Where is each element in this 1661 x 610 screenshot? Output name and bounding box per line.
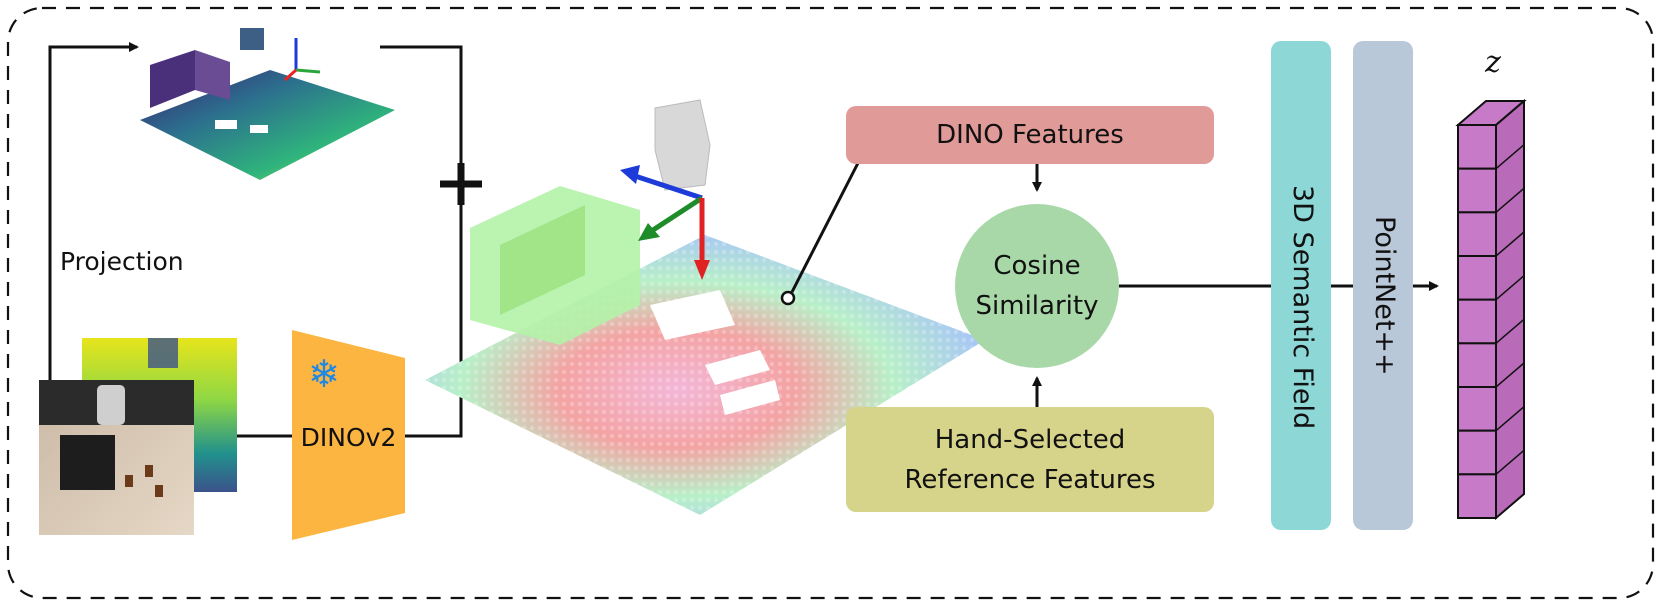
semantic-field-box (1271, 41, 1331, 530)
latent-cell-edge (1495, 231, 1525, 257)
latent-cell (1457, 298, 1497, 345)
latent-cell (1457, 211, 1497, 257)
reference-label-line1: Hand-Selected (934, 424, 1126, 455)
dinov2-label: DINOv2 (300, 422, 397, 452)
rgb-observation-image (39, 380, 194, 535)
pointnet-label: PointNet++ (1369, 216, 1400, 376)
latent-cell-edge (1495, 144, 1525, 170)
cosine-similarity-node: Cosine Similarity (955, 204, 1119, 368)
snowflake-icon: ❄ (308, 352, 340, 396)
reference-label-line2: Reference Features (904, 464, 1156, 495)
encoder-to-plus-line (405, 198, 463, 438)
latent-cell-edge (1495, 406, 1525, 432)
latent-cell (1457, 429, 1497, 476)
latent-cell-edge (1495, 187, 1525, 213)
latent-vector-z (1455, 98, 1527, 521)
latent-cell-edge (1495, 362, 1525, 388)
latent-cell-edge (1495, 318, 1525, 344)
latent-cell (1457, 167, 1497, 214)
cosine-similarity-circle (955, 204, 1119, 368)
cosine-label-line1: Cosine (993, 251, 1081, 281)
latent-cell-edge (1495, 449, 1525, 475)
latent-cell-edge (1495, 100, 1525, 126)
latent-cell-edge (1495, 275, 1525, 301)
projection-label: Projection (60, 246, 184, 276)
cosine-label-line2: Similarity (975, 291, 1099, 321)
dino-features-label: DINO Features (936, 120, 1124, 150)
pointnet-box (1353, 41, 1413, 530)
semantic-field-label: 3D Semantic Field (1287, 185, 1318, 430)
dinov2-encoder-shape (292, 330, 405, 540)
cloud-to-plus-line (380, 45, 463, 170)
latent-cell (1457, 342, 1497, 389)
dino-features-box: DINO Features (846, 106, 1214, 164)
sample-to-features-line (790, 162, 860, 293)
projected-point-cloud-image (140, 28, 395, 180)
feature-point-cloud (425, 99, 985, 515)
latent-cell (1457, 386, 1497, 432)
reference-features-box: Hand-Selected Reference Features (846, 407, 1214, 512)
latent-cell (1457, 124, 1497, 170)
latent-z-label: z (1485, 44, 1501, 80)
projection-arrow (48, 42, 139, 380)
latent-cell (1457, 255, 1497, 301)
latent-cell (1457, 473, 1497, 520)
